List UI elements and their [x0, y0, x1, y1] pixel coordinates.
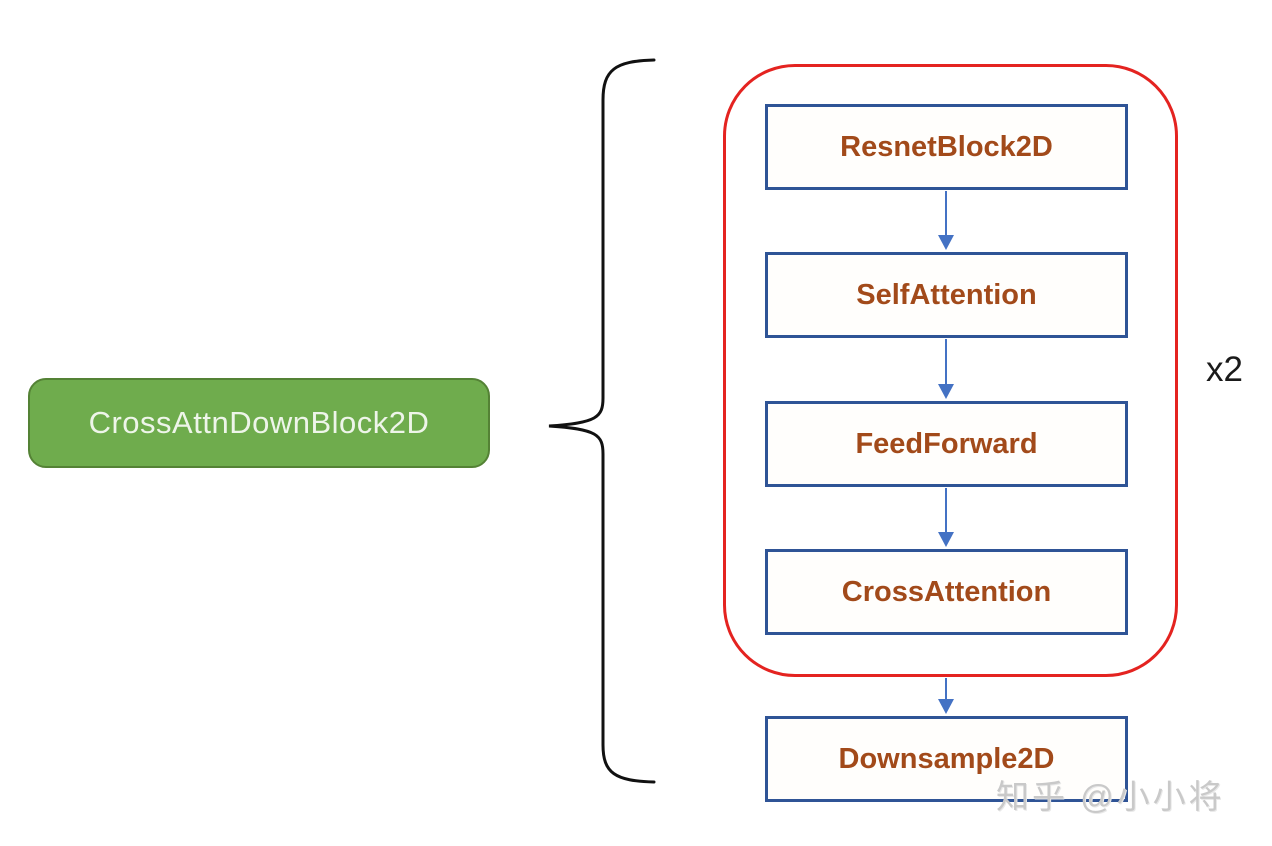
block-resnetblock2d: ResnetBlock2D	[765, 104, 1128, 190]
watermark: 知乎 @小小将	[996, 778, 1225, 815]
arrow-loop-to-downsample	[938, 678, 954, 714]
block-feedforward: FeedForward	[765, 401, 1128, 487]
loop-group-outline	[723, 64, 1178, 677]
block-selfattention: SelfAttention	[765, 252, 1128, 338]
repeat-label: x2	[1206, 350, 1243, 389]
main-block: CrossAttnDownBlock2D	[28, 378, 490, 468]
block-crossattention: CrossAttention	[765, 549, 1128, 635]
block-downsample2d: Downsample2D	[765, 716, 1128, 802]
curly-brace	[548, 58, 656, 784]
